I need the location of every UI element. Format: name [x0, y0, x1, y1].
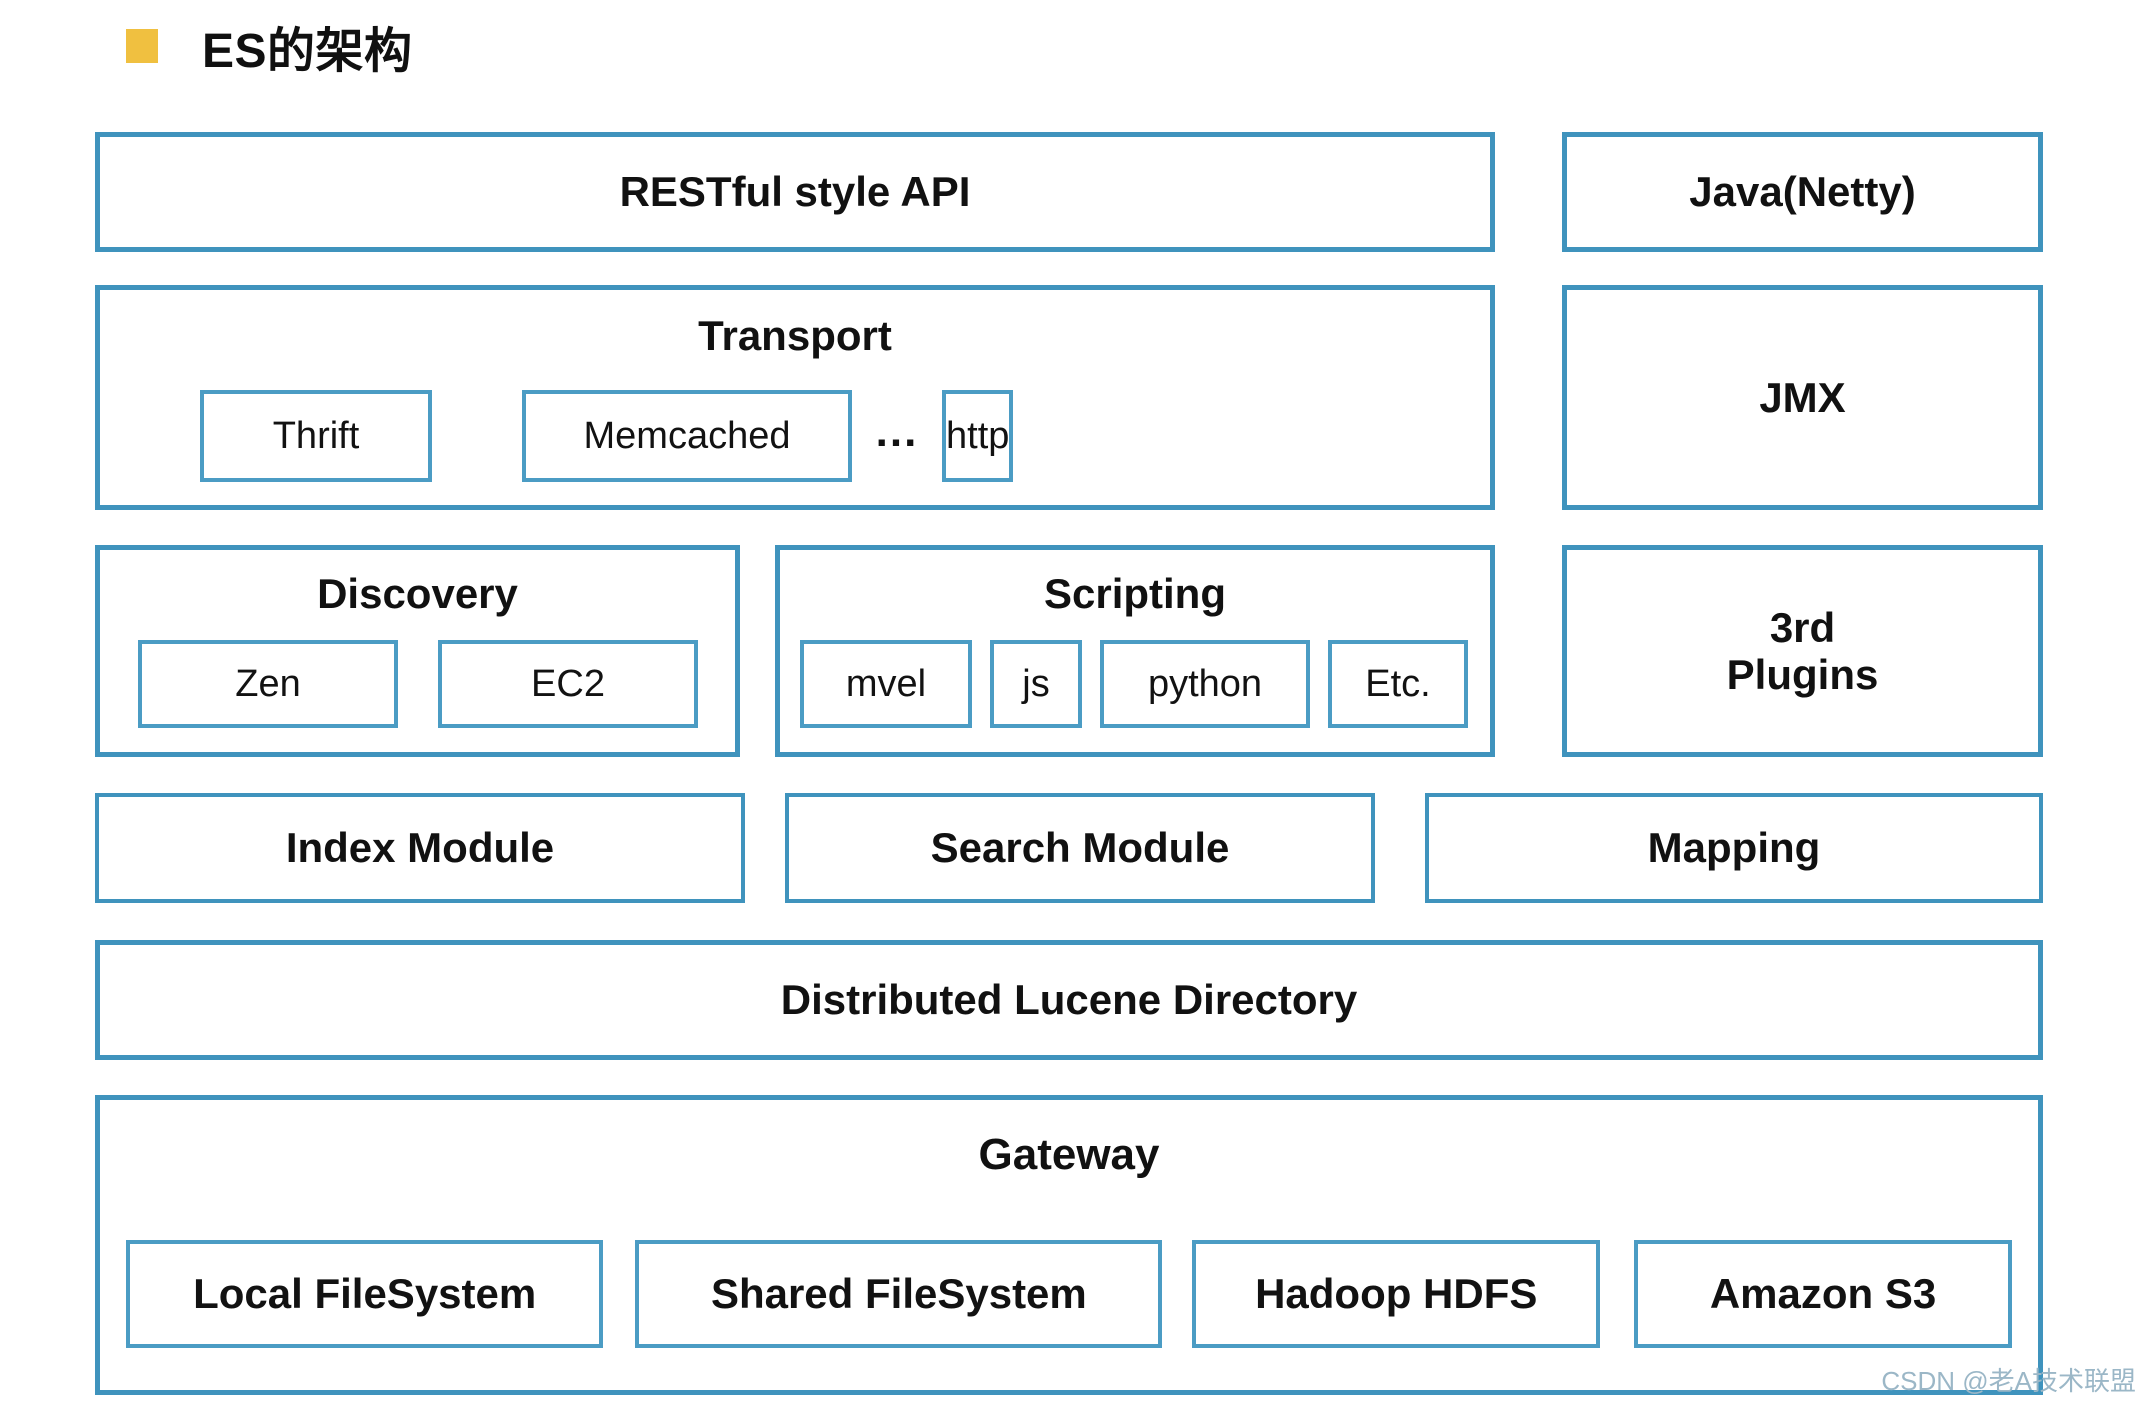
layer-label-restful-api: RESTful style API [619, 168, 971, 216]
gateway-item-shared-filesystem[interactable]: Shared FileSystem [635, 1240, 1163, 1348]
layer-label-transport: Transport [698, 312, 892, 359]
scripting-item-js[interactable]: js [990, 640, 1082, 728]
discovery-item-ec2[interactable]: EC2 [438, 640, 698, 728]
page-title-text: ES的架构 [202, 25, 413, 78]
layer-box-discovery[interactable]: Discovery Zen EC2 [95, 545, 740, 757]
transport-item-http[interactable]: http [942, 390, 1014, 482]
scripting-item-etc[interactable]: Etc. [1328, 640, 1468, 728]
layer-label-scripting: Scripting [1043, 570, 1226, 617]
transport-children-row: Thrift Memcached ... http [100, 390, 1490, 482]
page-title: ES的架构 [0, 6, 413, 86]
layer-box-jmx[interactable]: JMX [1562, 285, 2043, 510]
gateway-children-row: Local FileSystem Shared FileSystem Hadoo… [100, 1240, 2038, 1348]
layer-box-3rd-plugins[interactable]: 3rd Plugins [1562, 545, 2043, 757]
layer-label-distributed-lucene-directory: Distributed Lucene Directory [780, 976, 1358, 1024]
layer-label-discovery: Discovery [317, 570, 518, 617]
layer-box-mapping[interactable]: Mapping [1425, 793, 2043, 903]
layer-label-jmx: JMX [1759, 373, 1846, 421]
bullet-square-icon [126, 29, 158, 63]
layer-label-index-module: Index Module [285, 824, 555, 872]
scripting-item-python[interactable]: python [1100, 640, 1310, 728]
discovery-children-row: Zen EC2 [100, 640, 735, 728]
discovery-item-zen[interactable]: Zen [138, 640, 398, 728]
transport-item-memcached[interactable]: Memcached [522, 390, 852, 482]
layer-box-index-module[interactable]: Index Module [95, 793, 745, 903]
layer-label-java-netty: Java(Netty) [1689, 168, 1916, 216]
layer-box-java-netty[interactable]: Java(Netty) [1562, 132, 2043, 252]
layer-box-transport[interactable]: Transport Thrift Memcached ... http [95, 285, 1495, 510]
layer-label-3rd-plugins: 3rd Plugins [1726, 603, 1879, 698]
gateway-item-hadoop-hdfs[interactable]: Hadoop HDFS [1192, 1240, 1601, 1348]
gateway-item-amazon-s3[interactable]: Amazon S3 [1634, 1240, 2012, 1348]
scripting-children-row: mvel js python Etc. [780, 640, 1490, 728]
layer-box-gateway[interactable]: Gateway Local FileSystem Shared FileSyst… [95, 1095, 2043, 1395]
layer-label-mapping: Mapping [1647, 824, 1821, 872]
layer-label-search-module: Search Module [930, 824, 1230, 872]
transport-ellipsis-separator: ... [875, 407, 919, 456]
layer-box-search-module[interactable]: Search Module [785, 793, 1375, 903]
layer-label-gateway: Gateway [978, 1130, 1160, 1179]
layer-box-scripting[interactable]: Scripting mvel js python Etc. [775, 545, 1495, 757]
csdn-watermark: CSDN @老A技术联盟 [1881, 1366, 2136, 1396]
transport-item-thrift[interactable]: Thrift [200, 390, 432, 482]
layer-box-restful-api[interactable]: RESTful style API [95, 132, 1495, 252]
gateway-item-local-filesystem[interactable]: Local FileSystem [126, 1240, 604, 1348]
scripting-item-mvel[interactable]: mvel [800, 640, 972, 728]
layer-box-distributed-lucene-directory[interactable]: Distributed Lucene Directory [95, 940, 2043, 1060]
